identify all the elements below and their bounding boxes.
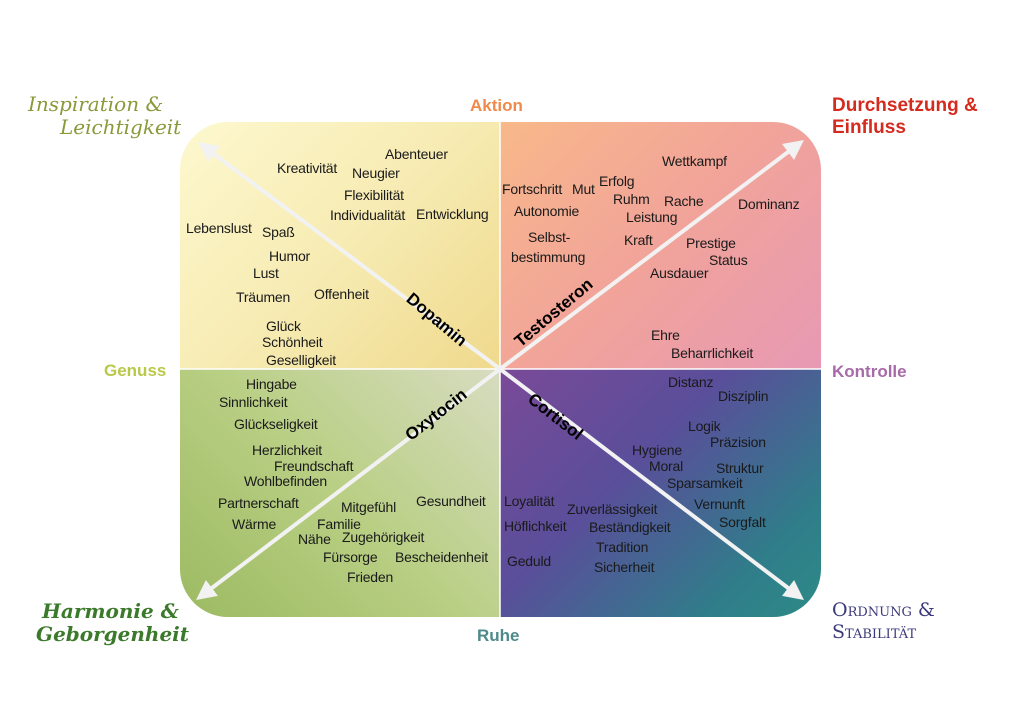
value-word: Selbst- [528,229,571,245]
corner-title-line: Ordnung & [832,599,935,621]
value-word: Rache [664,193,704,209]
value-word: Loyalität [504,493,555,509]
value-word: Sorgfalt [719,514,766,530]
value-word: Lust [253,265,279,281]
value-word: Bescheidenheit [395,549,488,565]
value-word: Abenteuer [385,146,448,162]
corner-title-line: Stabilität [832,620,917,643]
value-word: Prestige [686,235,736,251]
axis-label-ruhe: Ruhe [477,626,520,645]
corner-title-durchsetzung: Durchsetzung & Einfluss [832,95,978,139]
diagonal-arrow-top-right [498,139,804,371]
corner-title-line: Inspiration & [28,92,164,116]
value-word: Träumen [236,289,291,305]
value-word: Zugehörigkeit [342,529,425,545]
diagonal-arrow-top-left [198,141,502,371]
value-word: Distanz [668,374,714,390]
value-word: Hingabe [246,376,297,392]
value-word: Leistung [626,209,678,225]
value-word: Spaß [262,224,295,240]
value-word: Partnerschaft [218,495,299,511]
value-word: Freundschaft [274,458,354,474]
value-word: Kraft [624,232,653,248]
value-word: Glück [266,318,301,334]
value-word: Beständigkeit [589,519,671,535]
value-word: Fürsorge [323,549,378,565]
value-word: Wohlbefinden [244,473,327,489]
value-word: Autonomie [514,203,580,219]
axis-label-aktion: Aktion [470,96,523,115]
value-word: Familie [317,516,361,532]
value-word: Sicherheit [594,559,655,575]
value-word: Tradition [596,539,649,555]
value-word: Individualität [330,207,406,223]
diagonal-arrow-bottom-right [498,367,804,601]
value-word: Ausdauer [650,265,709,281]
value-word: Mut [572,181,595,197]
value-word: Fortschritt [502,181,563,197]
value-word: Humor [269,248,311,264]
value-word: Ruhm [613,191,650,207]
diagonal-arrow-bottom-left [196,367,502,601]
corner-title-line: Durchsetzung & [832,95,978,116]
value-word: Moral [649,458,684,474]
axis-label-genuss: Genuss [104,361,167,380]
value-word: Logik [688,418,721,434]
value-word: Geselligkeit [266,352,336,368]
corner-title-harmonie: Harmonie & Geborgenheit [36,600,189,646]
value-word: Entwicklung [416,206,489,222]
value-word: Sparsamkeit [667,475,743,491]
value-word: Neugier [352,165,400,181]
value-word: Präzision [710,434,766,450]
axis-label-kontrolle: Kontrolle [832,362,907,381]
value-word: Disziplin [718,388,769,404]
value-word: Wärme [232,516,277,532]
corner-title-ordnung: Ordnung & Stabilität [832,599,935,644]
value-word: Herzlichkeit [252,442,322,458]
value-word: Offenheit [314,286,369,302]
corner-title-line: Einfluss [832,116,906,138]
value-word: Erfolg [599,173,635,189]
value-word: Vernunft [694,496,745,512]
value-word: Sinnlichkeit [219,394,288,410]
value-word: Nähe [298,531,331,547]
value-word: Mitgefühl [341,499,397,515]
value-word: bestimmung [511,249,586,265]
value-word: Flexibilität [344,187,404,203]
corner-title-inspiration: Inspiration & Leichtigkeit [28,93,181,139]
value-word: Struktur [716,460,764,476]
value-word: Beharrlichkeit [671,345,754,361]
corner-title-line: Geborgenheit [36,622,190,646]
corner-title-line: Harmonie & [42,599,179,623]
value-word: Kreativität [277,160,338,176]
value-word: Ehre [651,327,680,343]
value-word: Gesundheit [416,493,486,509]
value-word: Status [709,252,748,268]
value-word: Wettkampf [662,153,727,169]
value-word: Lebenslust [186,220,252,236]
value-word: Dominanz [738,196,800,212]
value-word: Hygiene [632,442,682,458]
value-word: Höflichkeit [504,518,567,534]
value-word: Geduld [507,553,551,569]
value-word: Frieden [347,569,394,585]
corner-title-line: Leichtigkeit [60,115,182,139]
value-word: Glückseligkeit [234,416,318,432]
value-word: Schönheit [262,334,323,350]
value-word: Zuverlässigkeit [567,501,658,517]
